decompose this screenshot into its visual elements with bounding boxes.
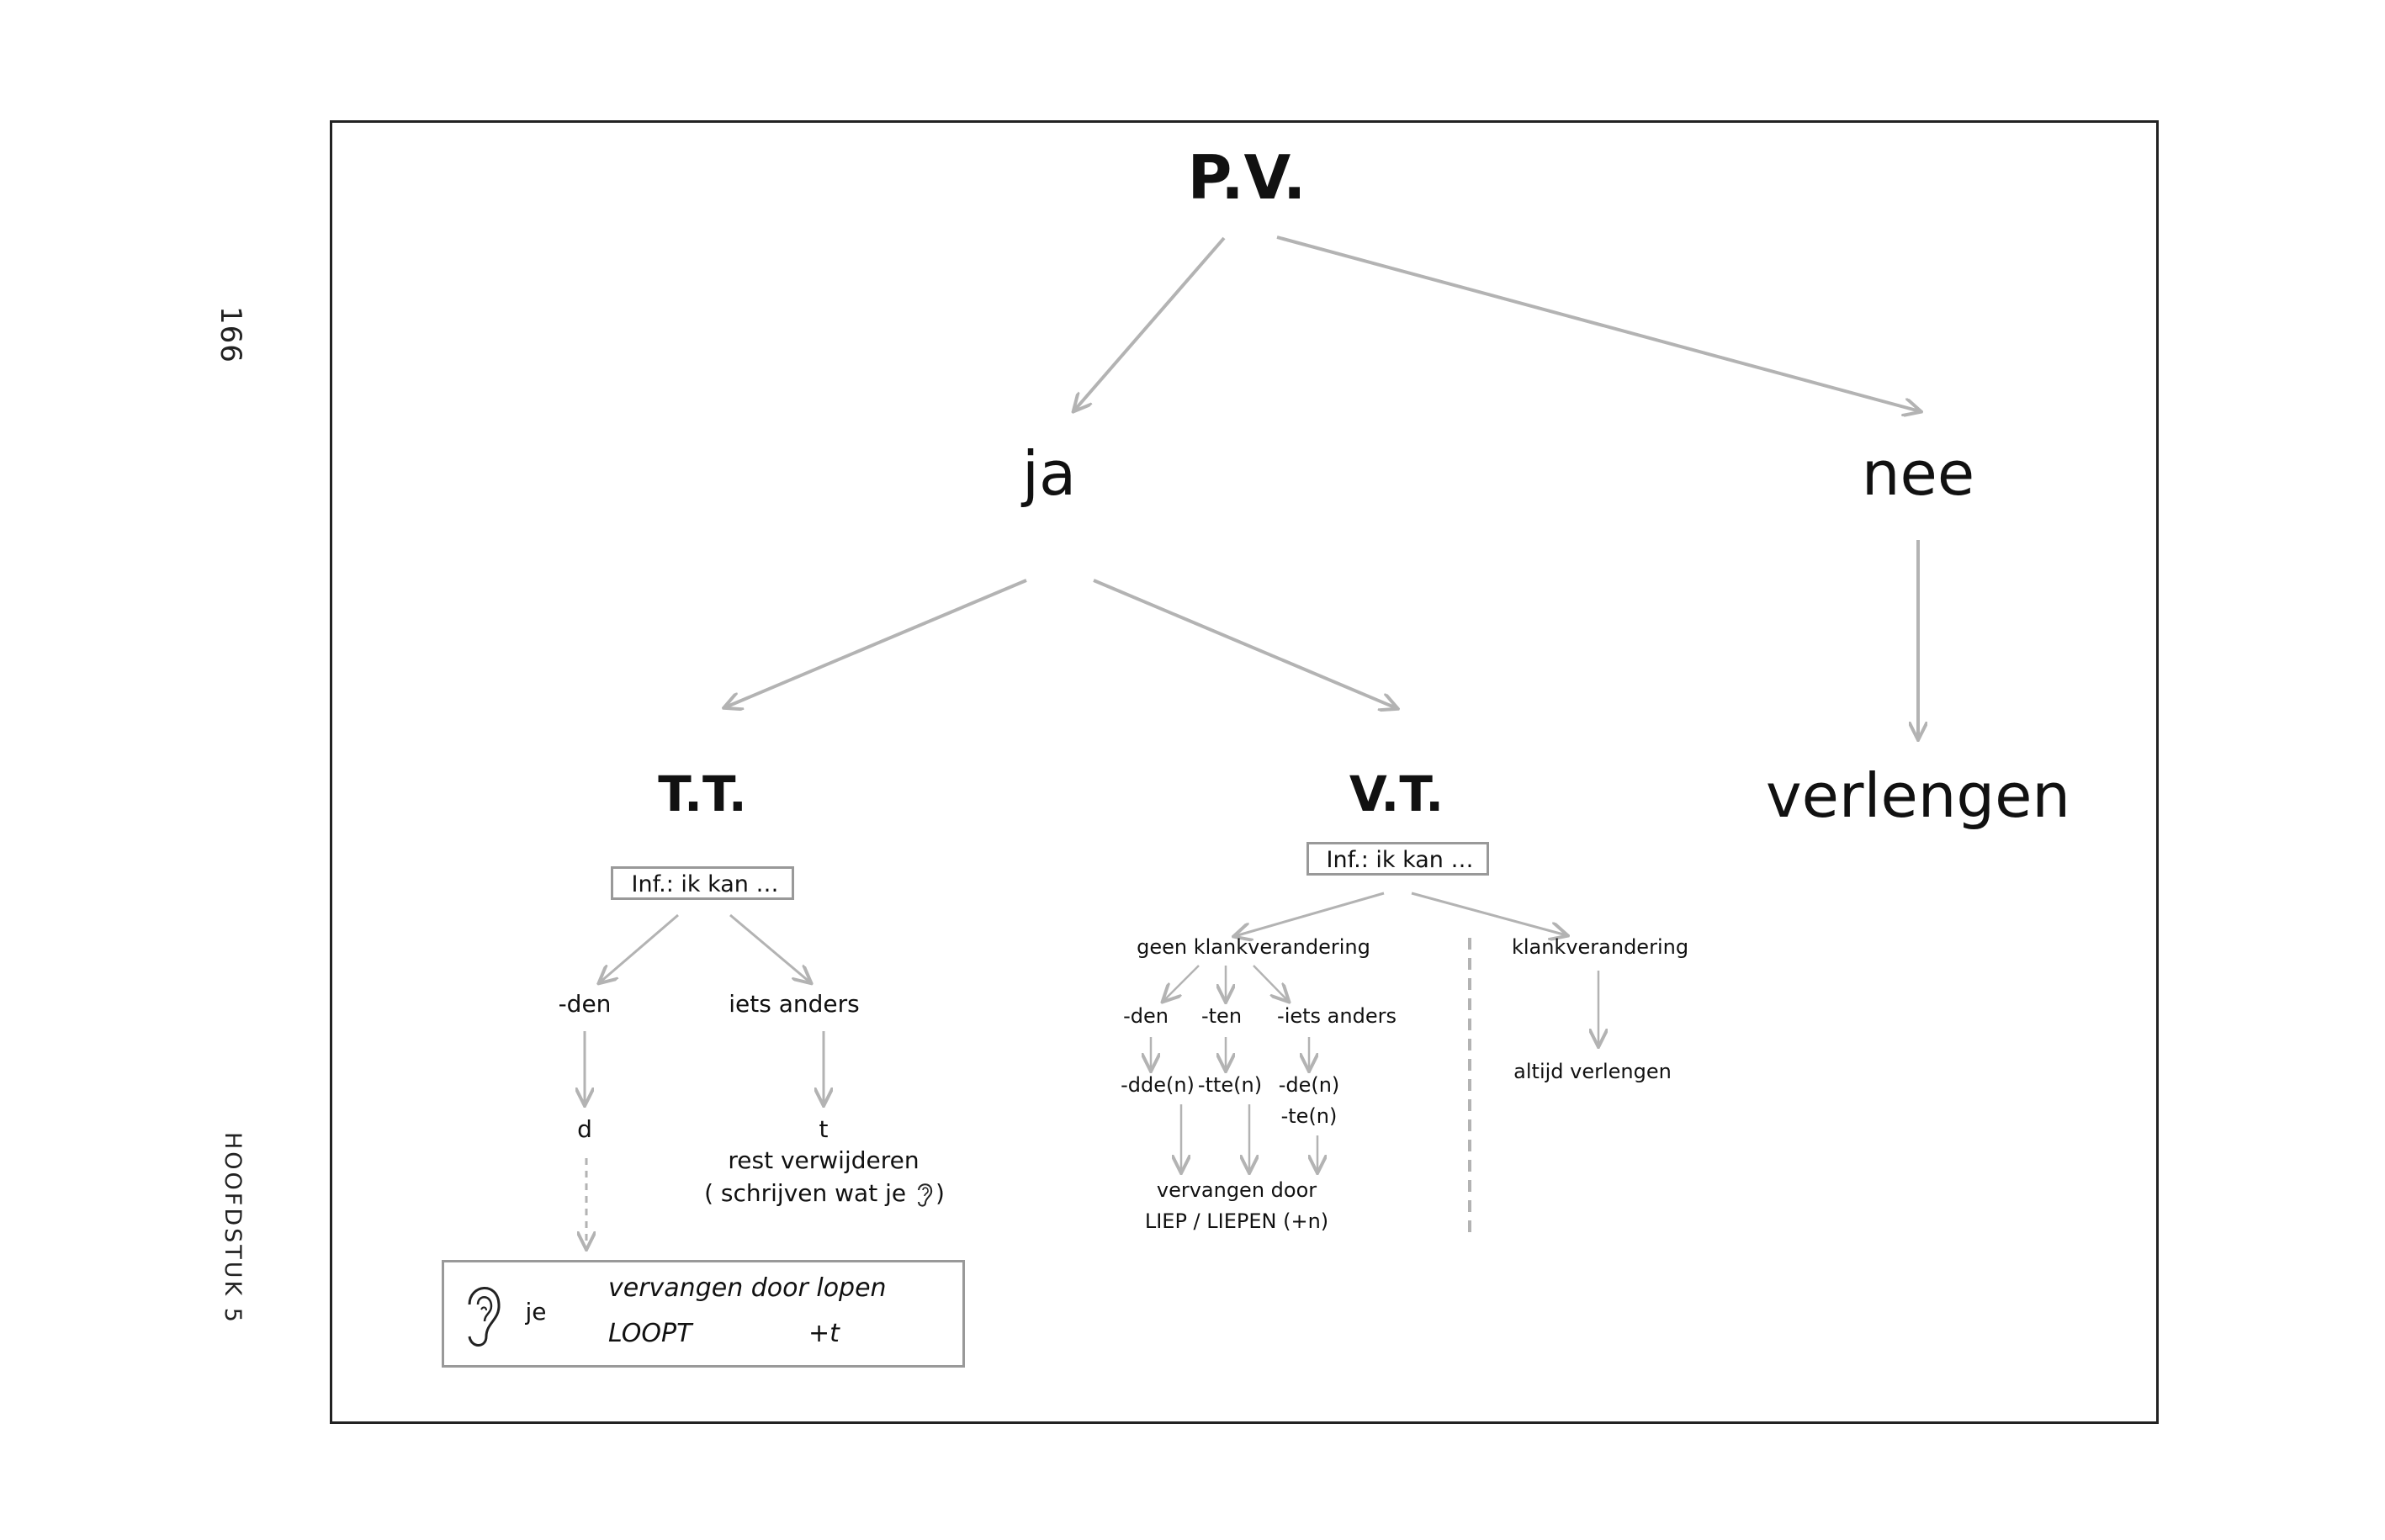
- arrow-vt-nochange: [1235, 892, 1385, 936]
- arrow-tt-other: [729, 913, 810, 982]
- vt-ten: -ten: [1200, 1004, 1243, 1028]
- arrow-nc-den: [1163, 965, 1200, 1001]
- vt-den: -den: [1123, 1004, 1169, 1028]
- tt-rest: rest verwijderen: [728, 1146, 920, 1174]
- vt-title: V.T.: [1349, 765, 1444, 823]
- vt-inf-box: Inf.: ik kan …: [1306, 842, 1489, 876]
- tt-inf-text: Inf.: ik kan …: [631, 871, 779, 897]
- vt-change: klankverandering: [1511, 935, 1689, 959]
- vt-always-extend: altijd verlengen: [1513, 1060, 1672, 1083]
- arrow-ja-tt: [725, 579, 1027, 707]
- ear-icon: [917, 1183, 932, 1207]
- vt-replace-line1: vervangen door: [1156, 1178, 1317, 1202]
- branch-ja: ja: [1021, 438, 1077, 509]
- vt-replace-line2: LIEP / LIEPEN (+n): [1144, 1209, 1329, 1233]
- tt-note-box: je vervangen door lopen LOOPT +t: [442, 1260, 965, 1368]
- arrow-pv-nee: [1276, 235, 1920, 411]
- tt-t: t: [819, 1115, 829, 1143]
- arrow-vt-change: [1411, 892, 1566, 935]
- ear-icon: [468, 1287, 501, 1347]
- tt-inf-box: Inf.: ik kan …: [611, 866, 794, 900]
- vt-dde: -dde(n): [1121, 1073, 1195, 1097]
- arrow-pv-ja: [1074, 236, 1226, 410]
- vt-de: -de(n): [1278, 1073, 1340, 1097]
- tt-write-line: ( schrijven wat je ): [704, 1179, 945, 1208]
- no-result-verlengen: verlengen: [1765, 760, 2071, 831]
- tt-write-suffix: ): [935, 1179, 945, 1207]
- diagram-frame: [330, 120, 2159, 1424]
- tt-title: T.T.: [658, 765, 747, 823]
- vt-other: -iets anders: [1277, 1004, 1397, 1028]
- arrow-nc-other: [1253, 965, 1288, 1001]
- note-plus-t: +t: [808, 1319, 840, 1348]
- branch-nee: nee: [1861, 438, 1975, 509]
- vt-no-change: geen klankverandering: [1137, 935, 1370, 959]
- arrow-tt-den: [600, 913, 679, 982]
- note-loopt: LOOPT: [608, 1319, 692, 1348]
- tt-den: -den: [558, 990, 612, 1018]
- vt-te: -te(n): [1280, 1104, 1338, 1128]
- tt-d: d: [577, 1115, 592, 1143]
- note-replace: vervangen door lopen: [608, 1273, 887, 1303]
- vt-tte: -tte(n): [1197, 1073, 1263, 1097]
- arrow-ja-vt: [1093, 579, 1397, 708]
- root-pv: P.V.: [1187, 142, 1306, 213]
- tt-other: iets anders: [729, 990, 860, 1018]
- tt-write-prefix: ( schrijven wat je: [704, 1179, 907, 1207]
- note-je: je: [525, 1298, 547, 1326]
- vt-inf-text: Inf.: ik kan …: [1326, 847, 1474, 873]
